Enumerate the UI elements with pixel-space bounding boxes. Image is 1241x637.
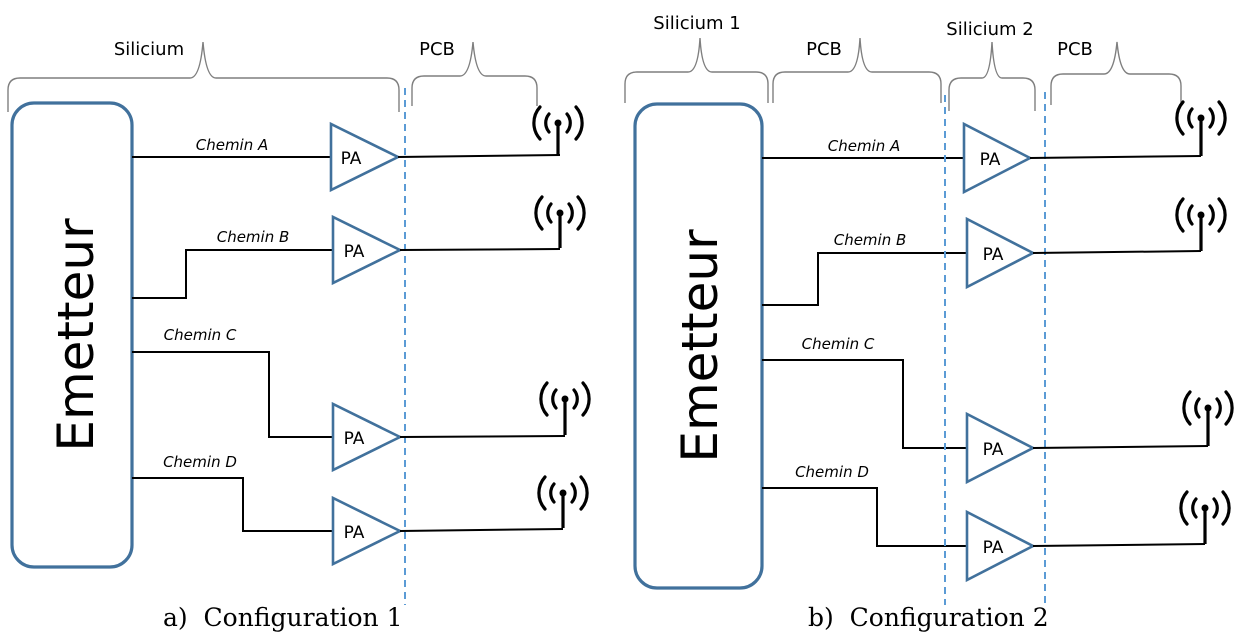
amplifier-triangle [331,214,403,286]
path-a-output-wire [1029,155,1202,159]
path-a-label: Chemin A [196,136,269,154]
antenna-icon [1182,390,1234,446]
path-b-wire [762,252,967,306]
path-d-wire [132,477,333,532]
path-c-label: Chemin C [164,326,237,344]
path-c-output-wire [1032,445,1209,449]
path-c-label: Chemin C [802,335,875,353]
silicon-1-brace [624,37,769,103]
pa-label: PA [983,440,1004,460]
path-a-output-wire [397,154,561,158]
path-d-label: Chemin D [163,453,237,471]
path-b-wire [132,249,333,299]
pcb-brace [411,41,538,106]
pcb-2-brace [1050,41,1182,105]
path-a-label: Chemin A [828,137,901,155]
amplifier-triangle [331,495,403,567]
antenna-icon [537,475,589,528]
amplifier-triangle [965,411,1036,485]
path-d-output-wire [1032,543,1206,547]
emitter-label: Emetteur [671,229,729,463]
silicon-brace [7,41,400,112]
path-b-label: Chemin B [834,231,907,249]
antenna-icon [1175,197,1227,251]
silicon-label: Silicium [114,39,184,60]
silicon-1-label: Silicium 1 [653,13,740,34]
pa-label: PA [344,242,365,262]
pcb-label: PCB [419,39,455,60]
caption-configuration-1: a) Configuration 1 [163,603,403,632]
pa-label: PA [983,538,1004,558]
path-c-wire [762,359,967,449]
amplifier-triangle [965,509,1036,583]
silicon-2-brace [948,41,1036,111]
path-b-output-wire [399,248,561,251]
silicon-2-label: Silicium 2 [946,19,1033,40]
pa-label: PA [341,149,362,169]
path-d-output-wire [399,528,564,532]
pa-label: PA [344,429,365,449]
configuration-2: Silicium 1 PCB Silicium 2 PCB Emetteur C… [624,13,1234,632]
emitter-label: Emetteur [47,218,105,452]
emitter-box [10,101,134,569]
amplifier-triangle [329,121,401,193]
pcb-1-brace [772,37,942,103]
path-c-wire [132,351,333,438]
amplifier-triangle [331,401,403,473]
pa-label: PA [980,150,1001,170]
amplifier-triangle [965,216,1036,290]
path-c-output-wire [399,435,566,438]
emitter-box [633,102,764,590]
pa-label: PA [983,245,1004,265]
antenna-icon [1179,490,1231,544]
pcb-2-label: PCB [1057,39,1093,60]
caption-configuration-2: b) Configuration 2 [808,603,1049,632]
configuration-1: Silicium PCB Emetteur Chemin A Chemin B … [7,39,591,632]
antenna-icon [534,195,586,248]
path-d-label: Chemin D [795,463,869,481]
antenna-icon [532,105,584,156]
path-d-wire [762,487,967,547]
pa-label: PA [344,523,365,543]
antenna-icon [539,381,591,435]
pcb-1-label: PCB [806,39,842,60]
amplifier-triangle [962,121,1033,195]
antenna-icon [1175,100,1227,156]
path-b-output-wire [1032,250,1202,254]
path-b-label: Chemin B [217,228,290,246]
